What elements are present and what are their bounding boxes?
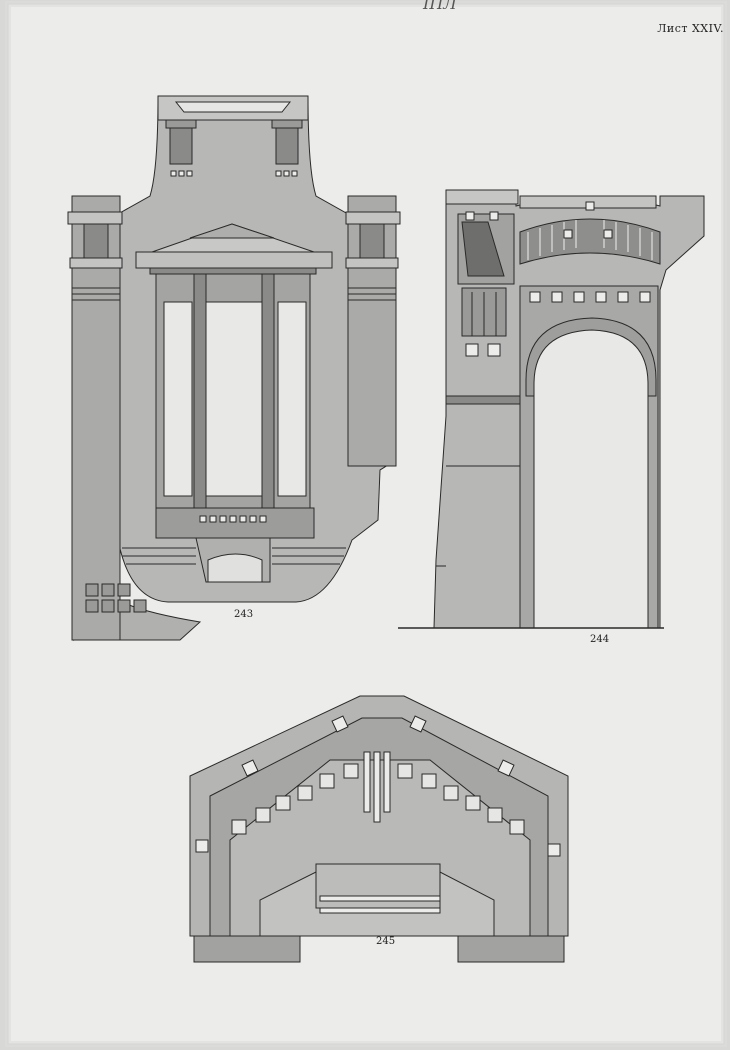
handwritten-mark: ІПЛ <box>423 0 457 13</box>
figure-243-drawing <box>67 95 401 642</box>
fig243-window-right <box>277 301 307 497</box>
figure-number-245: 245 <box>376 936 396 947</box>
figure-244-drawing <box>398 189 705 629</box>
figure-number-243: 243 <box>234 609 254 620</box>
fig243-right-pier <box>347 195 397 467</box>
figure-number-244: 244 <box>590 634 610 645</box>
sheet-label: Лист XXIV. <box>657 22 724 35</box>
fig243-window-left <box>163 301 193 497</box>
figure-245-drawing <box>189 695 569 963</box>
fig244-arch-opening <box>533 329 649 629</box>
fig243-window-center <box>205 301 263 497</box>
fig243-left-pier <box>71 195 121 641</box>
